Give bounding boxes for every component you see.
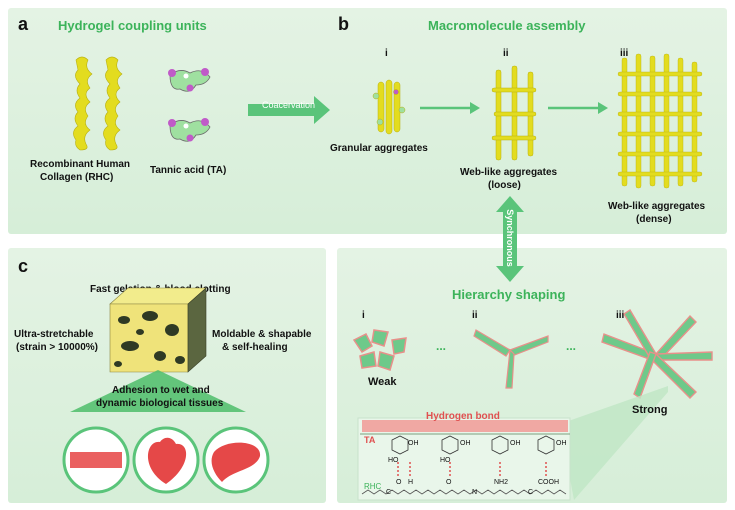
prop-moldable-2: & self-healing bbox=[222, 342, 288, 353]
coacervation-label: Coacervation bbox=[262, 100, 316, 110]
panel-a-title: Hydrogel coupling units bbox=[58, 18, 207, 33]
weak-fragments bbox=[352, 329, 407, 371]
panel-a-b bbox=[8, 8, 727, 234]
zoom-wedge bbox=[560, 386, 668, 500]
rhc-backbone bbox=[361, 489, 567, 495]
strong-label: Strong bbox=[632, 404, 668, 416]
liver-icon bbox=[211, 442, 261, 482]
hierarchy-title: Hierarchy shaping bbox=[452, 287, 566, 302]
hs-stage-ii: ii bbox=[472, 310, 478, 321]
group-oh-3: OH bbox=[510, 440, 521, 447]
panel-b-title: Macromolecule assembly bbox=[428, 18, 586, 33]
phenol-rings bbox=[391, 435, 555, 455]
stage-iii-caption-1: Web-like aggregates bbox=[608, 201, 706, 212]
tannic-acid-molecule-1 bbox=[168, 68, 211, 92]
prop-stretchable-1: Ultra-stretchable bbox=[14, 329, 94, 340]
panel-c-label: c bbox=[18, 256, 29, 276]
hydrogen-bond-label: Hydrogen bond bbox=[426, 411, 500, 422]
tannic-acid-molecule-2 bbox=[168, 118, 211, 142]
group-n: N bbox=[472, 489, 478, 496]
h-bond-dashes bbox=[397, 462, 547, 478]
rhc-label-line1: Recombinant Human bbox=[30, 159, 131, 170]
group-o-2: O bbox=[446, 479, 452, 486]
rhc-inset-label: RHC bbox=[364, 482, 382, 491]
group-oh-4: OH bbox=[556, 440, 567, 447]
adhesion-label-2: dynamic biological tissues bbox=[96, 398, 224, 409]
group-nh2: NH2 bbox=[494, 479, 509, 486]
heart-icon bbox=[148, 437, 187, 484]
stage-ii-caption-1: Web-like aggregates bbox=[460, 167, 558, 178]
granular-aggregate bbox=[372, 79, 406, 135]
group-ho-2: HO bbox=[440, 457, 451, 464]
strong-network bbox=[601, 309, 713, 400]
group-oh-2: OH bbox=[460, 440, 471, 447]
ta-label: Tannic acid (TA) bbox=[150, 165, 227, 176]
loose-web-aggregate bbox=[491, 65, 537, 161]
ellipsis-2: ... bbox=[566, 339, 577, 353]
coacervation-arrow bbox=[248, 96, 330, 124]
stage-iii-roman: iii bbox=[620, 48, 629, 59]
stage-i-roman: i bbox=[385, 48, 388, 59]
panel-b-label: b bbox=[338, 14, 349, 34]
adhesion-triangle bbox=[70, 370, 246, 412]
group-ho-1: HO bbox=[388, 457, 399, 464]
ellipsis-1: ... bbox=[436, 339, 447, 353]
adhesion-label-1: Adhesion to wet and bbox=[112, 385, 210, 396]
group-oh-1: OH bbox=[408, 440, 419, 447]
tissue-icons bbox=[62, 426, 270, 494]
stage-iii-caption-2: (dense) bbox=[636, 214, 672, 225]
prop-stretchable-2: (strain > 10000%) bbox=[16, 342, 98, 353]
skin-tissue-icon bbox=[70, 452, 122, 468]
group-c-2: C bbox=[528, 489, 534, 496]
panel-a-label: a bbox=[18, 14, 29, 34]
prop-moldable-1: Moldable & shapable bbox=[212, 329, 312, 340]
hs-stage-i: i bbox=[362, 310, 365, 321]
hs-stage-iii: iii bbox=[616, 310, 625, 321]
weak-label: Weak bbox=[368, 376, 397, 388]
hydrogel-cube bbox=[109, 287, 207, 373]
synchronous-arrow bbox=[496, 196, 524, 282]
stage-i-caption: Granular aggregates bbox=[330, 143, 428, 154]
group-cooh: COOH bbox=[538, 479, 559, 486]
group-h: H bbox=[408, 479, 414, 486]
hydrogen-bond-bar bbox=[362, 420, 568, 432]
dense-web-aggregate bbox=[617, 53, 703, 189]
medium-branch bbox=[473, 329, 549, 389]
ta-inset-label: TA bbox=[364, 435, 376, 445]
group-o-1: O bbox=[396, 479, 402, 486]
collagen-helix-1 bbox=[73, 56, 93, 151]
collagen-helix-2 bbox=[103, 56, 123, 151]
group-c-1: C bbox=[386, 489, 392, 496]
rhc-label-line2: Collagen (RHC) bbox=[40, 172, 114, 183]
stage-ii-caption-2: (loose) bbox=[488, 180, 521, 191]
stage-ii-roman: ii bbox=[503, 48, 509, 59]
